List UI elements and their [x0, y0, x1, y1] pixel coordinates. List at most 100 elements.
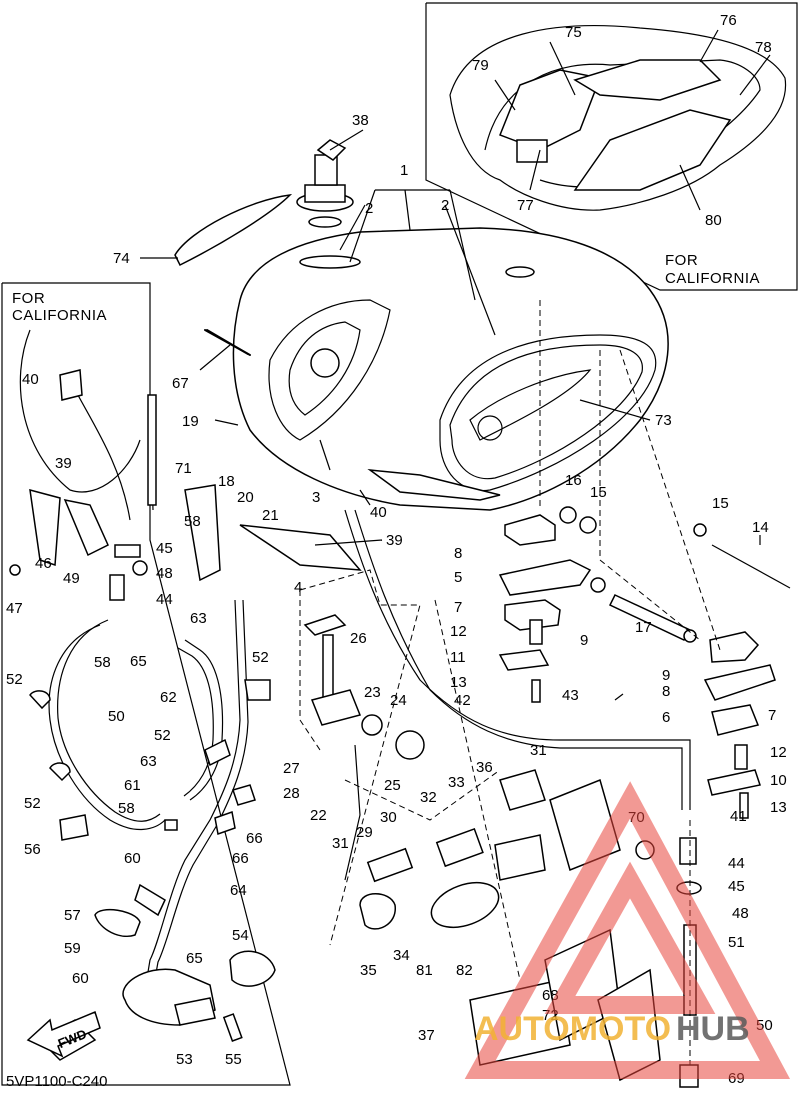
fuel-cap — [296, 139, 354, 228]
callout-38: 38 — [352, 112, 369, 129]
callout-64: 64 — [230, 882, 247, 899]
callout-53: 53 — [176, 1051, 193, 1068]
leader-lines — [140, 129, 761, 701]
callout-66-b: 66 — [232, 850, 249, 867]
callout-7: 7 — [454, 599, 462, 616]
callout-35: 35 — [360, 962, 377, 979]
inset-caption-top-line2: CALIFORNIA — [665, 270, 760, 287]
callout-7-b: 7 — [768, 707, 776, 724]
automotohub-watermark: AUTOMOTO HUB — [464, 781, 791, 1079]
callout-1: 1 — [400, 162, 408, 179]
callout-46: 46 — [35, 555, 52, 572]
callout-15: 15 — [590, 484, 607, 501]
callout-48-b: 48 — [732, 905, 749, 922]
callout-12-b: 12 — [770, 744, 787, 761]
callout-14: 14 — [752, 519, 769, 536]
callout-52-c: 52 — [252, 649, 269, 666]
callout-16: 16 — [565, 472, 582, 489]
callout-33: 33 — [448, 774, 465, 791]
evap-system-parts — [9, 484, 276, 1061]
tank-side-cover — [174, 193, 293, 267]
callout-9-b: 9 — [662, 667, 670, 684]
callout-81: 81 — [416, 962, 433, 979]
callout-73: 73 — [655, 412, 672, 429]
california-inset-left — [1, 282, 291, 1086]
callout-30: 30 — [380, 809, 397, 826]
mounting-hardware — [498, 506, 791, 819]
callout-59: 59 — [64, 940, 81, 957]
callout-52: 52 — [6, 671, 23, 688]
callout-36: 36 — [476, 759, 493, 776]
callout-60: 60 — [124, 850, 141, 867]
callout-76: 76 — [720, 12, 737, 29]
callout-13: 13 — [450, 674, 467, 691]
callout-44-b: 44 — [728, 855, 745, 872]
callout-28: 28 — [283, 785, 300, 802]
california-inset-top-right — [425, 2, 798, 291]
callout-3: 3 — [312, 489, 320, 506]
callout-2: 2 — [365, 200, 373, 217]
callout-37: 37 — [418, 1027, 435, 1044]
watermark-brand-a: AUTOMOTO — [474, 1010, 671, 1048]
callout-23: 23 — [364, 684, 381, 701]
callout-40: 40 — [370, 504, 387, 521]
callout-32: 32 — [420, 789, 437, 806]
callout-61: 61 — [124, 777, 141, 794]
assembly-guide-lines — [299, 300, 721, 1065]
callout-45-b: 45 — [728, 878, 745, 895]
callout-52-b: 52 — [24, 795, 41, 812]
callout-25: 25 — [384, 777, 401, 794]
callout-9: 9 — [580, 632, 588, 649]
watermark-brand-b: HUB — [676, 1010, 750, 1048]
callout-75: 75 — [565, 24, 582, 41]
callout-66: 66 — [246, 830, 263, 847]
callout-22: 22 — [310, 807, 327, 824]
callout-12: 12 — [450, 623, 467, 640]
callout-13-b: 13 — [770, 799, 787, 816]
callout-34: 34 — [393, 947, 410, 964]
callout-15-b: 15 — [712, 495, 729, 512]
callout-55: 55 — [225, 1051, 242, 1068]
callout-63: 63 — [190, 610, 207, 627]
callout-71: 71 — [175, 460, 192, 477]
callout-63-b: 63 — [140, 753, 157, 770]
callout-42: 42 — [454, 692, 471, 709]
callout-18: 18 — [218, 473, 235, 490]
callout-43: 43 — [562, 687, 579, 704]
callout-45: 45 — [156, 540, 173, 557]
callout-65-b: 65 — [186, 950, 203, 967]
callout-44: 44 — [156, 591, 173, 608]
callout-65: 65 — [130, 653, 147, 670]
callout-labels: 1 2 2 3 4 5 6 7 7 8 8 9 9 10 11 12 12 13… — [6, 12, 787, 1087]
callout-60-b: 60 — [72, 970, 89, 987]
callout-51: 51 — [728, 934, 745, 951]
callout-58: 58 — [184, 513, 201, 530]
callout-78: 78 — [755, 39, 772, 56]
callout-24: 24 — [390, 692, 407, 709]
callout-10: 10 — [770, 772, 787, 789]
callout-31-b: 31 — [530, 742, 547, 759]
drawing-code: 5VP1100-C240 — [6, 1073, 107, 1090]
callout-5: 5 — [454, 569, 462, 586]
callout-21: 21 — [262, 507, 279, 524]
callout-39-b: 39 — [55, 455, 72, 472]
callout-31: 31 — [332, 835, 349, 852]
callout-77: 77 — [517, 197, 534, 214]
hoses — [48, 329, 691, 991]
callout-27: 27 — [283, 760, 300, 777]
callout-79: 79 — [472, 57, 489, 74]
callout-2-b: 2 — [441, 197, 449, 214]
inset-caption-left-line2: CALIFORNIA — [12, 307, 107, 324]
callout-57: 57 — [64, 907, 81, 924]
callout-6: 6 — [662, 709, 670, 726]
callout-29: 29 — [356, 824, 373, 841]
callout-19: 19 — [182, 413, 199, 430]
callout-26: 26 — [350, 630, 367, 647]
callout-80: 80 — [705, 212, 722, 229]
callout-82: 82 — [456, 962, 473, 979]
callout-41: 41 — [730, 808, 747, 825]
callout-48: 48 — [156, 565, 173, 582]
callout-11: 11 — [450, 649, 466, 666]
callout-20: 20 — [237, 489, 254, 506]
